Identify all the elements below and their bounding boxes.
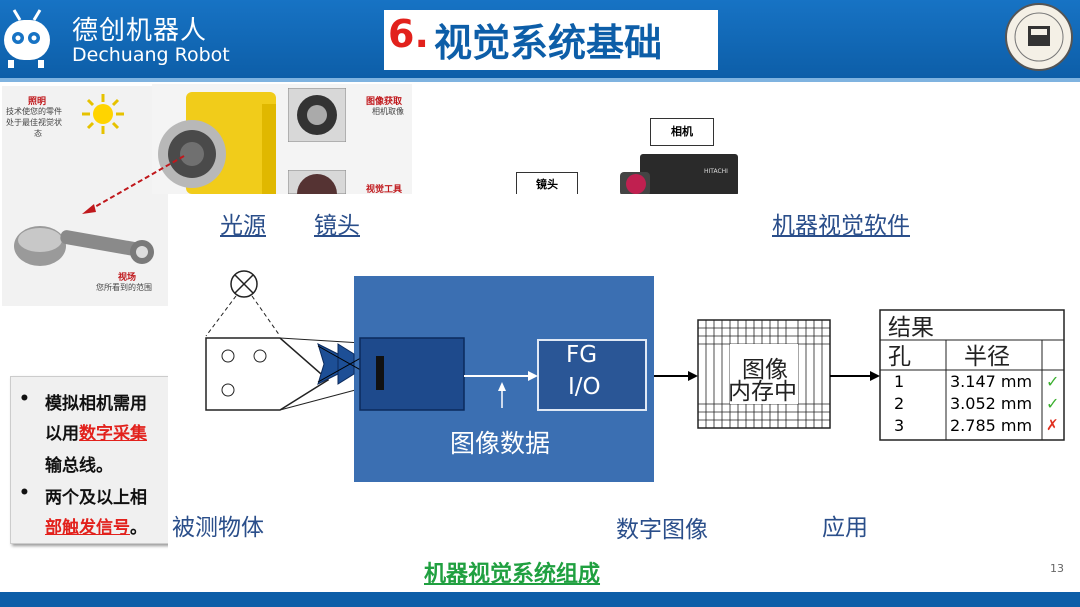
- table-row: 3 2.785 mm ✗: [880, 416, 1064, 438]
- radius-cell: 3.147 mm: [950, 372, 1033, 391]
- lamp-icon: [205, 270, 281, 337]
- io-label: I/O: [568, 374, 601, 400]
- lighting-desc-3: 态: [34, 129, 42, 138]
- page-title: 视觉系统基础: [434, 21, 663, 65]
- footer-bar: [0, 592, 1080, 607]
- sun-icon: [82, 94, 124, 134]
- table-row: 1 3.147 mm ✓: [880, 372, 1064, 394]
- bullet-line-2-prefix: 以用: [45, 424, 79, 444]
- bullet-line-5-suffix: 。: [130, 518, 147, 538]
- brand-name-cn: 德创机器人: [72, 16, 208, 46]
- application-label: 应用: [822, 515, 868, 541]
- cross-icon: ✗: [1046, 416, 1059, 434]
- tools-title: 视觉工具: [366, 185, 403, 195]
- hitachi-brand: HITACHI: [704, 168, 728, 175]
- bullet-line-5: 部触发信号。: [45, 513, 147, 538]
- memory-label-1: 图像: [742, 357, 788, 383]
- camera-acquire-image: 图像获取 相机取像 视觉工具: [152, 84, 412, 195]
- fov-desc: 您所看到的范围: [96, 283, 152, 292]
- brand-name-en: Dechuang Robot: [72, 44, 230, 66]
- title-number: 6.: [388, 12, 429, 56]
- bullet-line-4: 两个及以上相: [45, 488, 147, 508]
- bullet-marker-1: •: [19, 389, 30, 409]
- memory-label-2: 内存中: [728, 379, 797, 405]
- table-row: 2 3.052 mm ✓: [880, 394, 1064, 416]
- lighting-fov-image: 照明 技术使您的零件 处于最佳视觉状 态 视场 您所看到的范围: [2, 86, 168, 306]
- result-table-frame: [879, 309, 1065, 441]
- piston-image-icon: [14, 226, 154, 266]
- fg-label: FG: [566, 342, 598, 368]
- object-label: 被测物体: [172, 515, 264, 541]
- hole-header: 孔: [888, 344, 911, 370]
- acquire-desc: 相机取像: [372, 107, 404, 116]
- bullet-line-5-red: 部触发信号: [45, 518, 130, 538]
- radius-header: 半径: [964, 344, 1010, 370]
- diagram-drawing: [205, 270, 1065, 482]
- page-number: 13: [1050, 562, 1064, 575]
- lighting-desc-2: 处于最佳视觉状: [6, 118, 62, 127]
- object-part-icon: [205, 337, 379, 411]
- hitachi-camera-image: HITACHI: [620, 150, 740, 196]
- check-icon: ✓: [1046, 372, 1060, 391]
- vision-system-diagram: 光源 镜头 机器视觉软件 被测物体 数字图像 应用: [168, 194, 1080, 554]
- hole-cell: 2: [894, 394, 905, 413]
- lens-label: 镜头: [516, 172, 578, 196]
- gear-part-image-2-icon: [288, 170, 346, 194]
- digital-image-label: 数字图像: [616, 517, 708, 543]
- bullet-line-3: 输总线。: [45, 456, 113, 476]
- image-memory-grid: [697, 319, 831, 429]
- cognex-camera-icon: [158, 92, 276, 194]
- lens-diagram-label: 镜头: [314, 213, 360, 239]
- title-background: [384, 10, 718, 70]
- hole-cell: 1: [894, 372, 905, 391]
- gear-part-image-1-icon: [288, 88, 346, 142]
- bullet-marker-2: •: [19, 483, 30, 503]
- bullet-line-2-red: 数字采集: [79, 424, 147, 444]
- fov-title: 视场: [118, 273, 137, 283]
- robot-logo-icon: [4, 9, 50, 68]
- result-title: 结果: [888, 315, 934, 341]
- header-divider: [0, 78, 1080, 82]
- camera-view-arrow-icon: [82, 155, 185, 214]
- bullet-note-box: • 模拟相机需用 以用数字采集 输总线。 • 两个及以上相 部触发信号。: [10, 376, 170, 544]
- bullet-line-1: 模拟相机需用: [45, 394, 147, 414]
- acquire-title: 图像获取: [366, 97, 403, 107]
- lighting-title: 照明: [28, 97, 47, 107]
- light-source-label: 光源: [220, 213, 266, 239]
- camera-label: 相机: [650, 118, 714, 146]
- hitachi-camera-icon: [620, 154, 738, 196]
- bullet-line-2: 以用数字采集: [45, 419, 147, 444]
- radius-cell: 3.052 mm: [950, 394, 1033, 413]
- lighting-desc-1: 技术使您的零件: [6, 107, 62, 116]
- school-seal-icon: [1005, 3, 1073, 71]
- diagram-caption: 机器视觉系统组成: [424, 562, 601, 587]
- check-icon: ✓: [1046, 394, 1060, 413]
- hole-cell: 3: [894, 416, 905, 435]
- radius-cell: 2.785 mm: [950, 416, 1033, 435]
- image-data-label: 图像数据: [450, 429, 551, 458]
- software-label: 机器视觉软件: [772, 213, 910, 239]
